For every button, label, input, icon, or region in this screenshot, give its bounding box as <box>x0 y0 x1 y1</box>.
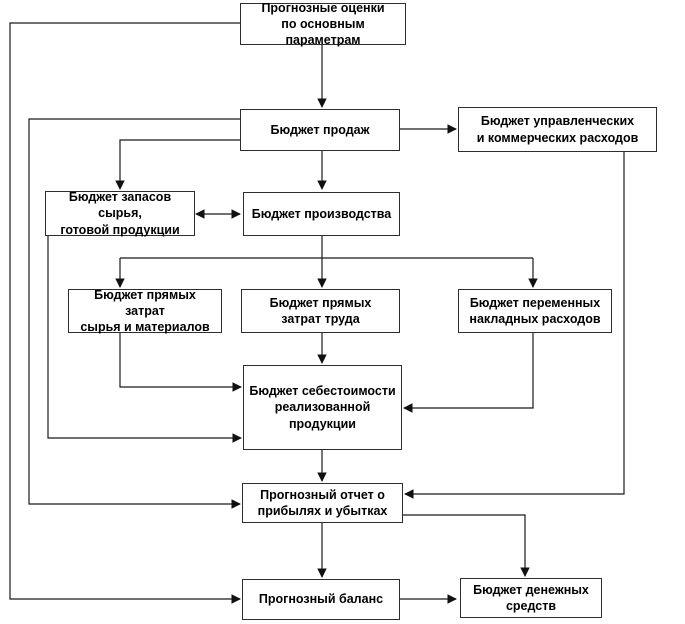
node-admin-commercial-budget: Бюджет управленческих и коммерческих рас… <box>458 107 657 152</box>
edge-forecast-to-balance <box>9 22 241 604</box>
node-profit-loss-forecast: Прогнозный отчет о прибылях и убытках <box>242 483 403 523</box>
node-direct-labor-budget: Бюджет прямых затрат труда <box>241 289 400 333</box>
edge-admin-to-pnl <box>404 152 625 499</box>
node-variable-overhead-budget: Бюджет переменных накладных расходов <box>458 289 612 333</box>
node-cogs-budget: Бюджет себестоимости реализованной проду… <box>243 365 402 450</box>
edge-sales-to-pnl <box>28 118 241 509</box>
node-sales-budget: Бюджет продаж <box>240 109 400 151</box>
node-inventory-budget: Бюджет запасов сырья, готовой продукции <box>45 190 195 237</box>
node-forecast-balance: Прогнозный баланс <box>242 579 400 620</box>
node-forecast-estimates: Прогнозные оценки по основным параметрам <box>240 1 406 47</box>
node-production-budget: Бюджет производства <box>243 192 400 236</box>
edge-materials-to-cogs <box>119 333 242 392</box>
node-cash-budget: Бюджет денежных средств <box>460 578 602 618</box>
edge-sales-to-inventory <box>115 139 240 190</box>
edge-overhead-to-cogs <box>403 333 534 413</box>
node-direct-materials-budget: Бюджет прямых затрат сырья и материалов <box>68 288 222 334</box>
edge-inventory-to-cogs <box>47 236 242 443</box>
edge-pnl-to-cash <box>403 514 530 577</box>
